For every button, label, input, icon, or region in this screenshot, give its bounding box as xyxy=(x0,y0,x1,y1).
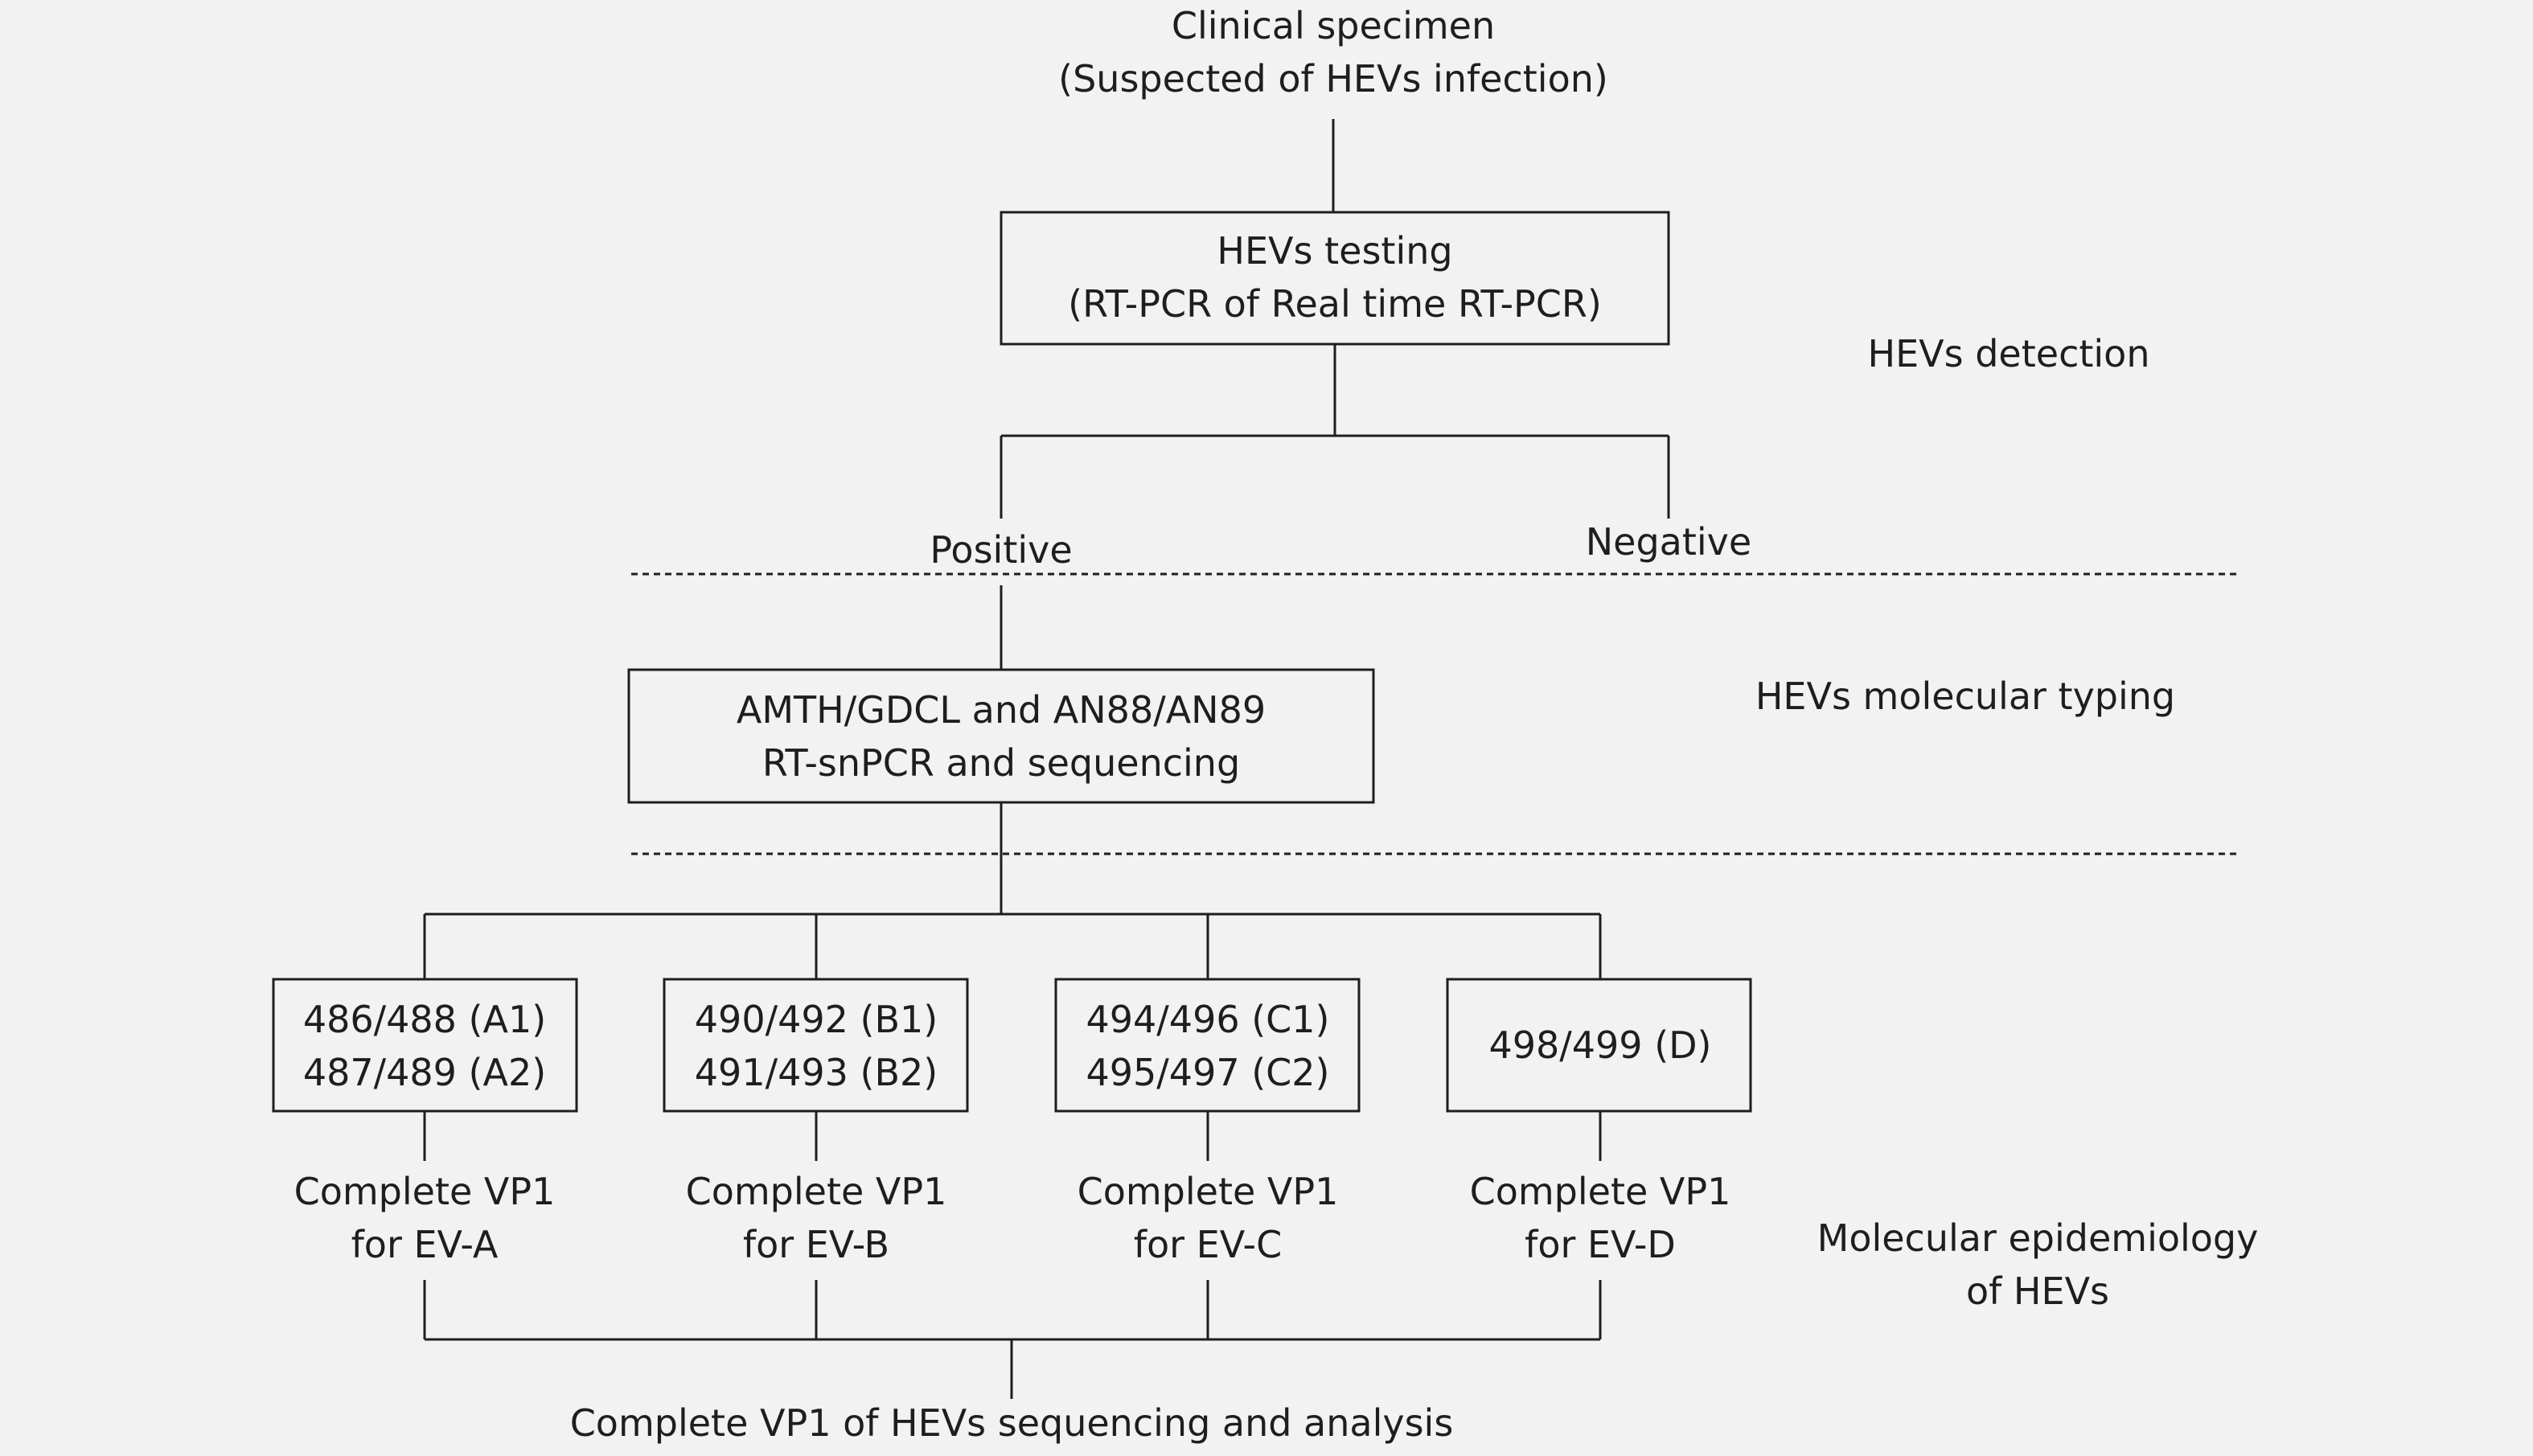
specimen-label: Clinical specimen xyxy=(1172,4,1495,47)
typing-box xyxy=(627,668,1375,804)
primer-node-c: 494/496 (C1) 495/497 (C2) xyxy=(1054,978,1361,1113)
primer-node-a: 486/488 (A1) 487/489 (A2) xyxy=(272,978,578,1113)
vp1-label: Complete VP1 xyxy=(686,1170,947,1213)
typing-sublabel: RT-snPCR and sequencing xyxy=(762,741,1240,785)
vp1-label: Complete VP1 xyxy=(1470,1170,1731,1213)
primer-label: 494/496 (C1) xyxy=(1086,998,1330,1041)
vp1-label: Complete VP1 xyxy=(294,1170,556,1213)
positive-label: Positive xyxy=(930,528,1072,572)
vp1-label: for EV-D xyxy=(1525,1223,1676,1266)
typing-label: AMTH/GDCL and AN88/AN89 xyxy=(737,688,1266,732)
typing-node: AMTH/GDCL and AN88/AN89 RT-snPCR and seq… xyxy=(627,668,1375,804)
primer-label: 491/493 (B2) xyxy=(695,1051,938,1094)
vp1-label: for EV-A xyxy=(351,1223,499,1266)
primer-box xyxy=(1446,978,1752,1113)
stage-epidemiology-label: Molecular epidemiology xyxy=(1817,1216,2259,1260)
primer-label: 490/492 (B1) xyxy=(695,998,938,1041)
testing-node: HEVs testing (RT-PCR of Real time RT-PCR… xyxy=(1000,211,1670,346)
primer-label: 487/489 (A2) xyxy=(303,1051,546,1094)
primer-label: 486/488 (A1) xyxy=(303,998,546,1041)
specimen-sublabel: (Suspected of HEVs infection) xyxy=(1058,57,1608,100)
primer-box xyxy=(272,978,578,1113)
testing-sublabel: (RT-PCR of Real time RT-PCR) xyxy=(1068,282,1602,326)
stage-epidemiology-label: of HEVs xyxy=(1966,1269,2109,1313)
vp1-label: Complete VP1 xyxy=(1078,1170,1339,1213)
primer-label: 495/497 (C2) xyxy=(1086,1051,1330,1094)
primer-node-b: 490/492 (B1) 491/493 (B2) xyxy=(663,978,969,1113)
primer-box xyxy=(663,978,969,1113)
testing-label: HEVs testing xyxy=(1217,229,1452,273)
stage-typing-label: HEVs molecular typing xyxy=(1755,675,2175,718)
primer-box xyxy=(1054,978,1361,1113)
vp1-label: for EV-B xyxy=(743,1223,889,1266)
primer-node-d: 498/499 (D) xyxy=(1446,978,1752,1113)
stage-detection-label: HEVs detection xyxy=(1868,332,2150,375)
primer-label: 498/499 (D) xyxy=(1488,1023,1711,1067)
final-label: Complete VP1 of HEVs sequencing and anal… xyxy=(570,1401,1454,1445)
vp1-label: for EV-C xyxy=(1134,1223,1282,1266)
negative-label: Negative xyxy=(1586,520,1751,564)
